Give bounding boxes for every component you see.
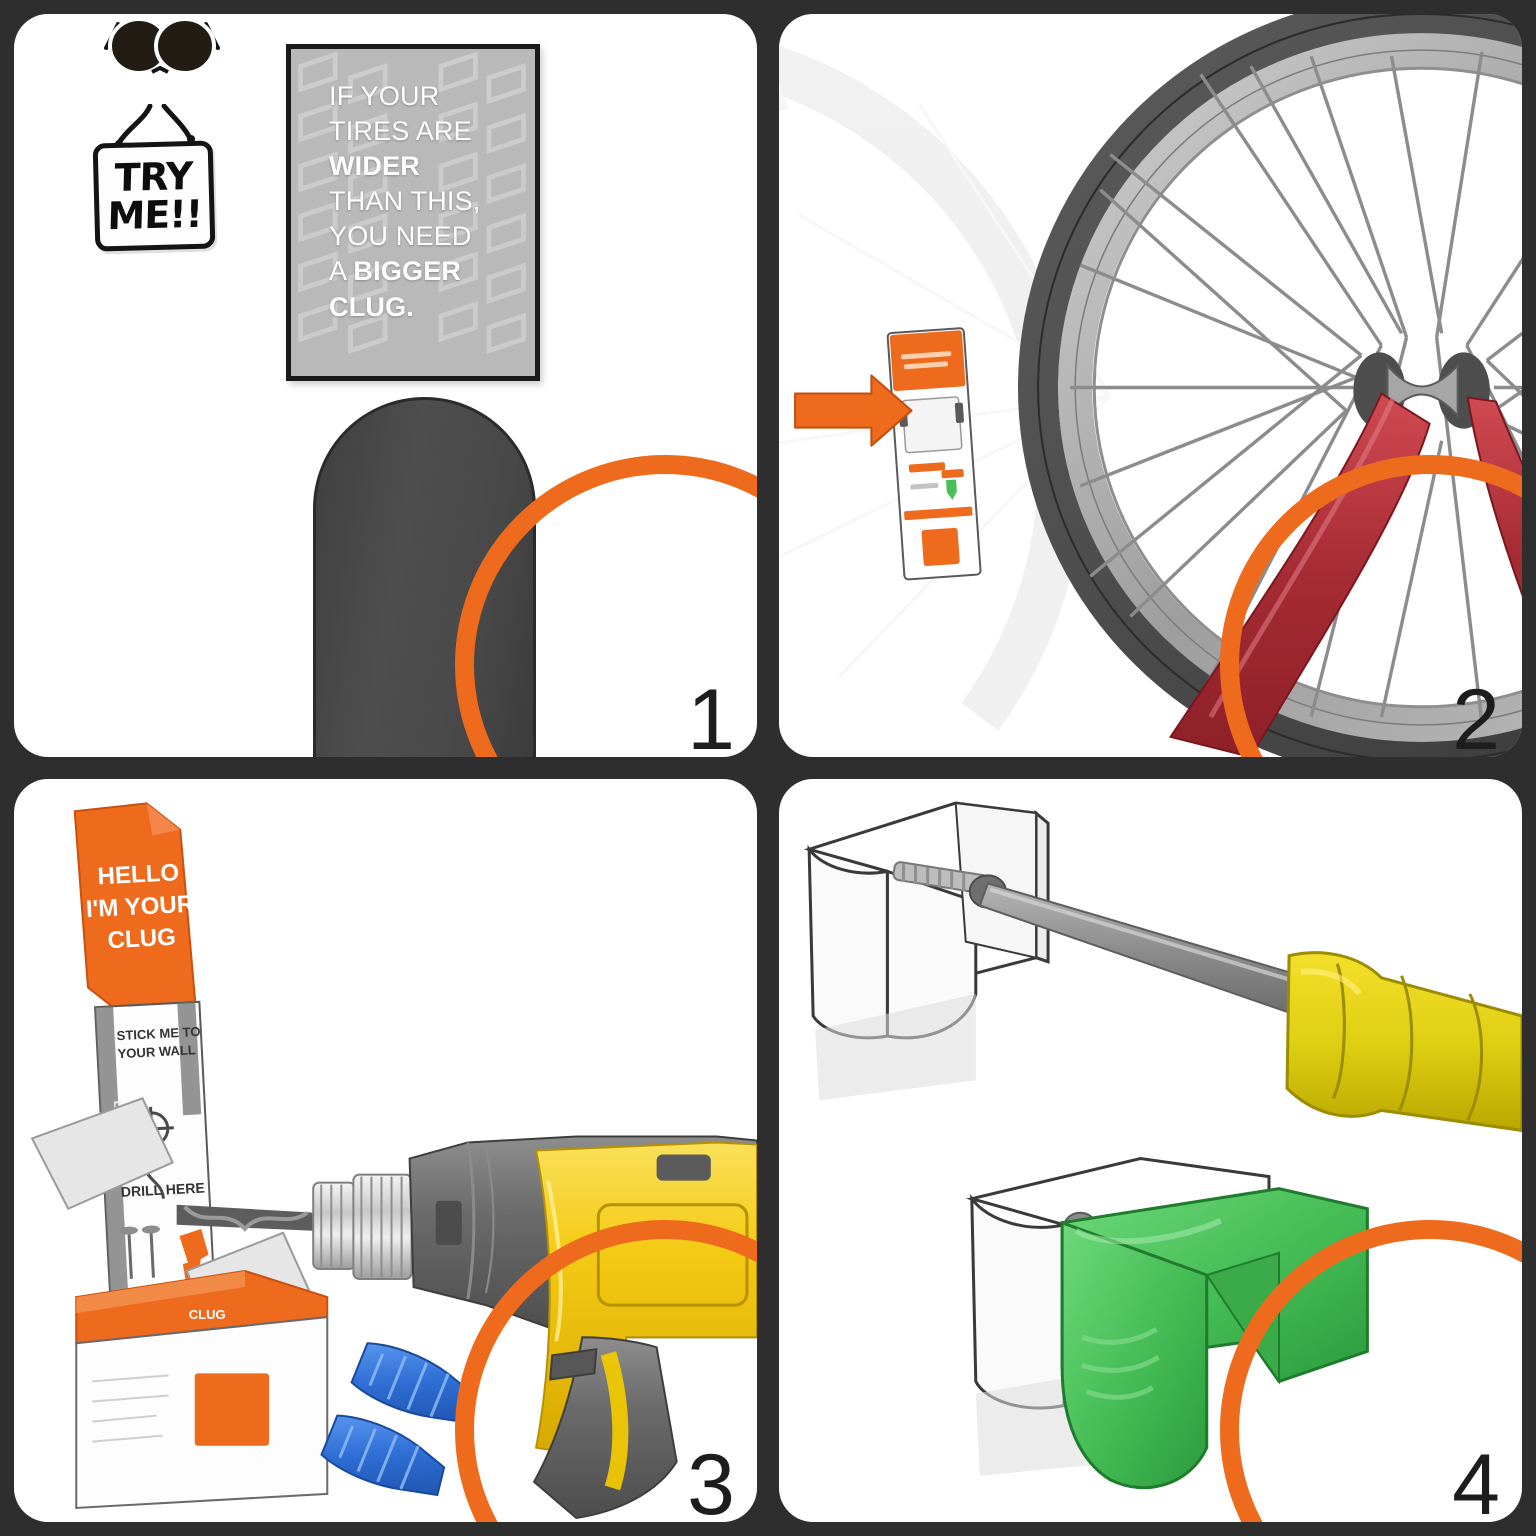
- tire-width-reference-card: IF YOUR TIRES ARE WIDER THAN THIS, YOU N…: [286, 44, 540, 381]
- clug-green-cover-icon: [1060, 1187, 1369, 1490]
- mascot-icon: [104, 18, 220, 75]
- panel-step-4: 4: [779, 779, 1522, 1522]
- orange-pointer-arrow-icon: [794, 374, 913, 447]
- size-card-text: IF YOUR TIRES ARE WIDER THAN THIS, YOU N…: [329, 79, 521, 325]
- wheel-illustration: [779, 14, 1522, 757]
- size-card-line-3: WIDER: [329, 151, 420, 182]
- try-me-line-1: TRY: [114, 153, 193, 200]
- screwdriver-icon: [978, 882, 1522, 1132]
- try-me-tag-group: TRY ME!!: [72, 18, 257, 268]
- tire-cross-section: [313, 397, 536, 757]
- blue-wall-anchors-icon: [320, 1342, 476, 1497]
- package-hello-line-1: HELLO: [97, 859, 180, 890]
- mount-illustration: [803, 801, 1522, 1490]
- size-card-line-6-prefix: A: [329, 256, 354, 287]
- try-me-line-2: ME!!: [106, 191, 203, 239]
- panel-step-1: TRY ME!!: [14, 14, 757, 757]
- size-card-line-1: IF YOUR: [329, 81, 440, 111]
- bicycle-tire-icon: [1018, 14, 1522, 757]
- step-number-4: 4: [1452, 1437, 1500, 1522]
- size-card-line-6-bold: BIGGER: [353, 256, 462, 287]
- clug-package-card: [886, 327, 982, 581]
- panel-step-2: 2: [779, 14, 1522, 757]
- package-stick-line-1: STICK ME TO: [116, 1024, 201, 1043]
- package-hello-line-3: CLUG: [107, 924, 177, 955]
- package-drill-here-label: DRILL HERE: [120, 1180, 205, 1200]
- panel-step-3: HELLO I'M YOUR CLUG STICK ME TO YOUR WAL…: [14, 779, 757, 1522]
- clug-retail-box: CLUG: [75, 1269, 329, 1510]
- step-number-1: 1: [687, 672, 735, 757]
- drill-chuck-icon: [312, 1173, 413, 1281]
- size-card-line-2: TIRES ARE: [329, 116, 472, 147]
- size-card-line-7: CLUG.: [329, 291, 414, 322]
- size-card-line-4: THAN THIS,: [329, 186, 481, 217]
- tread-pattern-icon: [298, 51, 526, 354]
- drill-illustration: HELLO I'M YOUR CLUG STICK ME TO YOUR WAL…: [30, 802, 757, 1520]
- clug-bracket-upper: [803, 801, 1050, 1101]
- clug-box-label: CLUG: [189, 1307, 226, 1322]
- step-number-2: 2: [1452, 672, 1500, 757]
- size-card-line-5: YOU NEED: [329, 221, 472, 252]
- try-me-tag[interactable]: TRY ME!!: [92, 140, 216, 252]
- package-stick-line-2: YOUR WALL: [117, 1042, 196, 1061]
- package-hello-line-2: I'M YOUR: [85, 891, 195, 924]
- step-number-3: 3: [687, 1437, 735, 1522]
- drill-bit-icon: [176, 1204, 316, 1232]
